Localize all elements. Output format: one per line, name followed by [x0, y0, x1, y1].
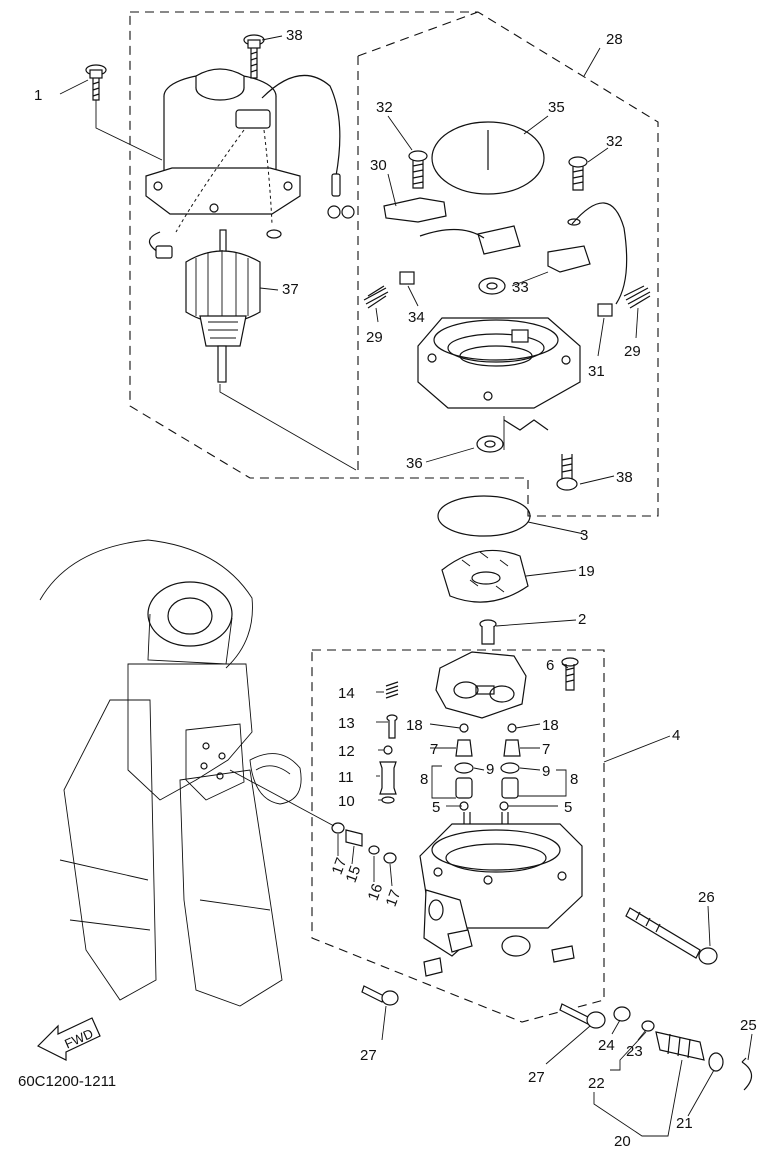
callout-labels: 1 38 28 32 35 32 30 37 33 34 29 31 29 36… — [34, 27, 757, 1150]
electric-motor — [145, 68, 355, 259]
callout-33: 33 — [512, 279, 529, 296]
callout-25: 25 — [740, 1017, 757, 1034]
callout-18: 18 — [406, 717, 423, 734]
callout-35: 35 — [548, 99, 565, 116]
callout-18: 18 — [542, 717, 559, 734]
callout-26: 26 — [698, 889, 715, 906]
callout-17: 17 — [383, 887, 405, 908]
callout-37: 37 — [282, 281, 299, 298]
callout-24: 24 — [598, 1037, 615, 1054]
callout-28: 28 — [606, 31, 623, 48]
callout-6: 6 — [546, 657, 554, 674]
screw-1 — [85, 64, 107, 101]
valve-plate-19 — [441, 549, 529, 603]
callout-19: 19 — [578, 563, 595, 580]
callout-31: 31 — [588, 363, 605, 380]
callout-38: 38 — [286, 27, 303, 44]
pump-assembly — [331, 619, 753, 1091]
callout-14: 14 — [338, 685, 355, 702]
callout-27: 27 — [528, 1069, 545, 1086]
callout-1: 1 — [34, 87, 42, 104]
callout-32: 32 — [376, 99, 393, 116]
callout-29: 29 — [366, 329, 383, 346]
o-ring-3 — [437, 495, 531, 537]
callout-15: 15 — [343, 863, 365, 884]
armature — [185, 229, 261, 383]
callout-17: 17 — [329, 855, 351, 876]
callout-2: 2 — [578, 611, 586, 628]
callout-30: 30 — [370, 157, 387, 174]
callout-9: 9 — [542, 763, 550, 780]
callout-20: 20 — [614, 1133, 631, 1150]
screw-38-top — [243, 34, 265, 79]
brush-holder — [363, 121, 651, 491]
pump-assembly-outline — [311, 649, 605, 1023]
leader-lines — [59, 35, 753, 1137]
callout-7: 7 — [542, 741, 550, 758]
callout-7: 7 — [430, 741, 438, 758]
callout-32: 32 — [606, 133, 623, 150]
callout-12: 12 — [338, 743, 355, 760]
callout-5: 5 — [432, 799, 440, 816]
callout-29: 29 — [624, 343, 641, 360]
callout-5: 5 — [564, 799, 572, 816]
callout-23: 23 — [626, 1043, 643, 1060]
callout-11: 11 — [338, 769, 354, 786]
motor-assembly-outline — [129, 11, 659, 517]
callout-27: 27 — [360, 1047, 377, 1064]
callout-16: 16 — [365, 881, 387, 902]
callout-34: 34 — [408, 309, 425, 326]
callout-13: 13 — [338, 715, 355, 732]
callout-38: 38 — [616, 469, 633, 486]
callout-3: 3 — [580, 527, 588, 544]
callout-10: 10 — [338, 793, 355, 810]
diagram-code: 60C1200-1211 — [18, 1073, 116, 1090]
fwd-arrow: FWD — [36, 1017, 101, 1061]
callout-4: 4 — [672, 727, 680, 744]
callout-8: 8 — [420, 771, 428, 788]
callout-21: 21 — [676, 1115, 693, 1132]
callout-36: 36 — [406, 455, 423, 472]
callout-9: 9 — [486, 761, 494, 778]
tilt-trim-unit — [39, 539, 302, 1007]
callout-8: 8 — [570, 771, 578, 788]
callout-22: 22 — [588, 1075, 605, 1092]
